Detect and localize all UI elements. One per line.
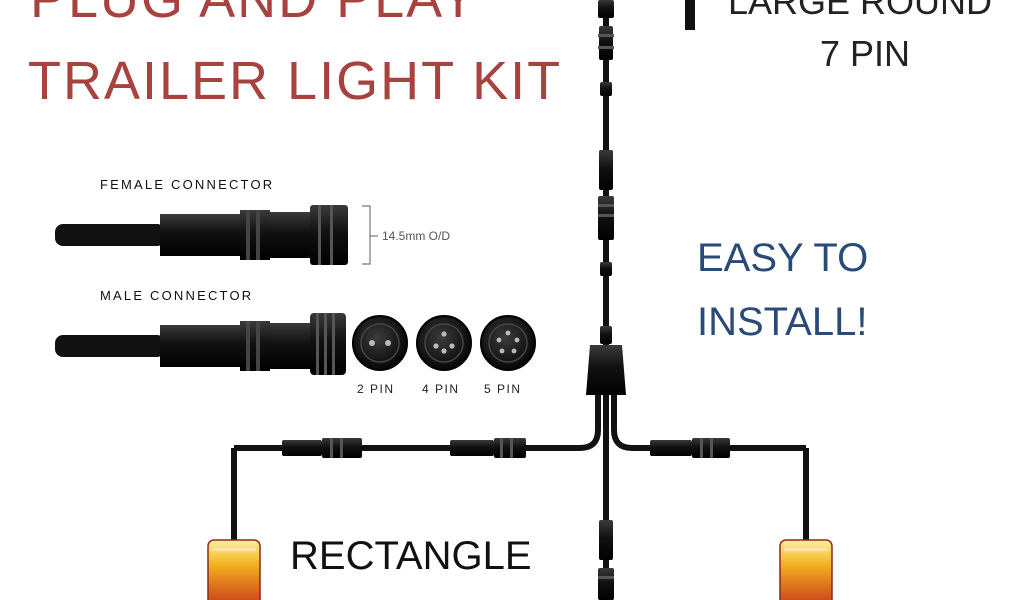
dimension-bracket [362,205,371,265]
splitter-junction [234,345,806,600]
right-tail-lamp [779,539,833,600]
female-body [160,214,240,256]
main-trunk-cable [598,0,695,345]
male-connector [55,313,346,375]
left-inline-connector-2 [450,440,494,456]
left-tail-lamp [207,539,261,600]
pin-label-5: 5 PIN [484,382,522,396]
female-connector-label: FEMALE CONNECTOR [100,177,275,192]
trunk-connector-2 [599,150,613,190]
right-branch-cable [650,438,809,540]
top-connector-label-line-2: 7 PIN [820,33,911,74]
male-connector-label: MALE CONNECTOR [100,288,254,303]
male-cable [55,335,165,357]
connector-size-label: 14.5mm O/D [382,229,451,243]
pin-label-2: 2 PIN [357,382,395,396]
female-connector [55,205,378,265]
right-inline-connector [650,440,692,456]
rectangle-lamp-label: RECTANGLE [290,534,532,578]
top-connector-label-line-1: LARGE ROUND [728,0,993,22]
title-line-2: TRAILER LIGHT KIT [28,51,563,111]
left-branch-cable [231,438,526,540]
pin-label-4: 4 PIN [422,382,460,396]
pin-face-4 [416,315,472,371]
female-socket-head [310,205,348,265]
easy-install-line-1: EASY TO [697,236,869,280]
easy-install-line-2: INSTALL! [697,300,868,344]
trunk-connector-1 [599,26,613,60]
female-cable [55,224,165,246]
bottom-trunk-connectors [598,520,614,600]
title-line-1: PLUG AND PLAY [30,0,478,26]
male-body [160,325,240,367]
male-ribbed-head [310,313,346,375]
plug-stub [685,0,695,30]
pin-face-5 [480,315,536,371]
female-collar [240,210,270,260]
pin-face-2 [352,315,408,371]
